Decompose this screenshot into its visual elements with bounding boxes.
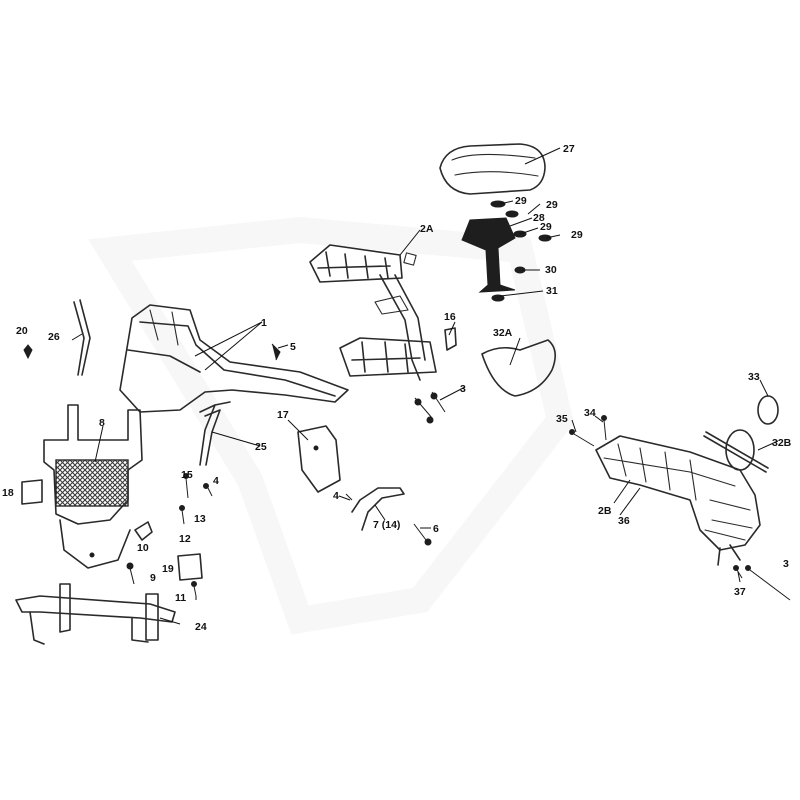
watermark bbox=[88, 216, 575, 635]
callout-label: 32B bbox=[772, 437, 792, 449]
callout-label: 36 bbox=[618, 515, 630, 527]
callout-label: 19 bbox=[162, 563, 174, 575]
callout-label: 24 bbox=[195, 621, 207, 633]
callout-label: 28 bbox=[533, 212, 545, 224]
clip-20-part bbox=[23, 344, 33, 360]
callout-label: 35 bbox=[556, 413, 568, 425]
callout-label: 15 bbox=[181, 469, 193, 481]
callout-label: 1 bbox=[261, 317, 267, 329]
callout-label: 3 bbox=[460, 383, 466, 395]
seat-part bbox=[439, 143, 546, 195]
callout-label: 16 bbox=[444, 311, 456, 323]
callout-label: 29 bbox=[571, 229, 583, 241]
callout-label: 18 bbox=[2, 487, 14, 499]
rack-bolts bbox=[569, 415, 791, 601]
callout-label: 25 bbox=[255, 441, 267, 453]
callout-label: 2A bbox=[420, 223, 434, 235]
callout-label: 37 bbox=[734, 586, 746, 598]
rod-26-part bbox=[73, 299, 91, 376]
leader-lines bbox=[71, 147, 779, 625]
callout-label: 4 bbox=[333, 490, 339, 502]
callout-label: 31 bbox=[546, 285, 558, 297]
callout-label: 32A bbox=[493, 327, 513, 339]
rear-frame-part bbox=[309, 244, 437, 381]
front-frame-part bbox=[119, 304, 349, 413]
callout-label: 20 bbox=[16, 325, 28, 337]
callout-label: 26 bbox=[48, 331, 60, 343]
callout-label: 7 (14) bbox=[373, 519, 400, 531]
ring-33-part bbox=[757, 395, 779, 425]
callout-label: 29 bbox=[546, 199, 558, 211]
bolt-3-part bbox=[414, 391, 446, 424]
callout-label: 29 bbox=[515, 195, 527, 207]
panel-17-part bbox=[297, 425, 341, 493]
callout-label: 3 bbox=[783, 558, 789, 570]
fastener-5-part bbox=[271, 343, 281, 361]
callout-label: 30 bbox=[545, 264, 557, 276]
callout-label: 34 bbox=[584, 407, 596, 419]
plate-18-part bbox=[21, 479, 43, 505]
callout-label: 5 bbox=[290, 341, 296, 353]
callout-label: 9 bbox=[150, 572, 156, 584]
ring-32b-part bbox=[703, 429, 769, 473]
grille-part bbox=[43, 404, 143, 569]
callout-label: 6 bbox=[433, 523, 439, 535]
callout-label: 13 bbox=[194, 513, 206, 525]
callout-label: 11 bbox=[175, 592, 186, 604]
plate-19-part bbox=[177, 553, 203, 581]
bracket-7-part bbox=[345, 487, 432, 546]
mud-guard-part bbox=[481, 339, 556, 397]
callout-label: 29 bbox=[540, 221, 552, 233]
bumper-24-part bbox=[15, 583, 176, 645]
seat-post-part bbox=[461, 200, 552, 302]
callout-label: 2B bbox=[598, 505, 612, 517]
callout-labels: 1 2A 2B 3 3 4 4 5 6 7 (14) 8 9 10 11 12 … bbox=[2, 143, 792, 633]
rod-25-part bbox=[199, 401, 231, 466]
rear-rack-2b-part bbox=[595, 435, 761, 566]
bolt-group-small bbox=[126, 473, 213, 597]
callout-label: 33 bbox=[748, 371, 760, 383]
callout-label: 10 bbox=[137, 542, 149, 554]
callout-label: 17 bbox=[277, 409, 289, 421]
callout-label: 27 bbox=[563, 143, 575, 155]
callout-label: 4 bbox=[213, 475, 219, 487]
callout-label: 12 bbox=[179, 533, 191, 545]
bracket-10-part bbox=[134, 521, 153, 541]
callout-label: 8 bbox=[99, 417, 105, 429]
